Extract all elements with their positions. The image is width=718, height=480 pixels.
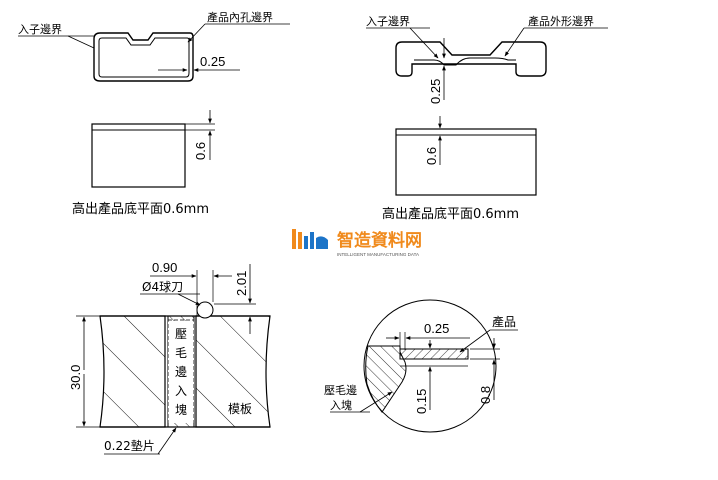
insert-boundary-label-right: 入子邊界 xyxy=(366,14,410,28)
inner-hole-boundary-label: 產品內孔邊界 xyxy=(207,10,273,24)
dim-090-label: 0.90 xyxy=(152,260,177,275)
dim-025-label: 0.25 xyxy=(200,54,225,69)
dim-015-label: 0.15 xyxy=(414,389,429,414)
ball-cutter-label: Ø4球刀 xyxy=(142,280,183,294)
bottom-right-detail: 0.25 產品 0.8 0.15 壓毛邊 入塊 xyxy=(324,299,518,433)
dim-06-label: 0.6 xyxy=(193,142,208,160)
top-right-view: 入子邊界 產品外形邊界 0.25 0.6 高出產品底平面0.6mm xyxy=(366,14,608,222)
template-left-half xyxy=(99,315,166,428)
insert-side-block xyxy=(91,123,186,188)
logo-name-en: INTELLIGENT MANUFACTURING DATA xyxy=(337,252,419,257)
insert-char-1: 壓 xyxy=(175,327,187,341)
caption-left: 高出產品底平面0.6mm xyxy=(72,201,209,217)
logo-mark-icon xyxy=(292,229,328,249)
dim-025-right-label: 0.25 xyxy=(428,79,443,104)
caption-right: 高出產品底平面0.6mm xyxy=(382,206,519,222)
dim-201-label: 2.01 xyxy=(234,271,249,296)
bottom-left-section: 壓 毛 邊 入 塊 模板 Ø4球刀 0.90 2.01 30.0 0.22墊片 xyxy=(68,260,271,455)
insert-outline-right xyxy=(395,41,547,77)
dim-06-right-label: 0.6 xyxy=(424,147,439,165)
product-strip xyxy=(399,348,469,360)
insert-side-block-right xyxy=(395,128,537,196)
top-left-view: 0.25 入子邊界 產品內孔邊界 0.6 高出產品底平面0.6mm xyxy=(18,10,290,217)
insert-boundary-label: 入子邊界 xyxy=(18,22,62,36)
insert-char-3: 邊 xyxy=(175,365,187,379)
product-label: 產品 xyxy=(492,314,516,329)
outer-product-outline xyxy=(414,57,516,66)
insert-char-5: 塊 xyxy=(175,402,187,417)
dim-025-detail-label: 0.25 xyxy=(424,321,449,336)
detail-circle xyxy=(363,299,497,433)
logo: 智造資料网 INTELLIGENT MANUFACTURING DATA xyxy=(292,229,422,257)
shim-label: 0.22墊片 xyxy=(104,439,155,453)
inner-hole-outline xyxy=(98,37,190,78)
insert-char-4: 入 xyxy=(175,384,187,398)
dim-300-label: 30.0 xyxy=(68,365,83,390)
outer-boundary-label: 產品外形邊界 xyxy=(528,14,594,28)
insert-label-line2: 入塊 xyxy=(330,399,352,412)
template-label: 模板 xyxy=(228,402,252,416)
dim-08-label: 0.8 xyxy=(478,386,493,404)
insert-outline xyxy=(93,32,194,82)
insert-label-line1: 壓毛邊 xyxy=(324,383,357,397)
logo-name-cn: 智造資料网 xyxy=(337,230,422,251)
insert-char-2: 毛 xyxy=(175,346,187,360)
